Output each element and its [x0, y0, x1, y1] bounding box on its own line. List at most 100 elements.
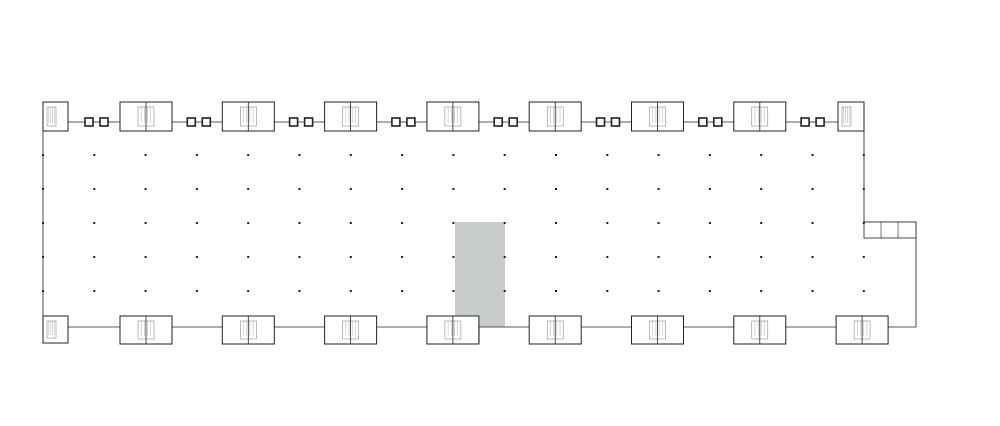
- shaft-icon: [303, 117, 314, 127]
- column: [144, 188, 147, 190]
- column: [503, 222, 506, 224]
- column: [811, 290, 814, 292]
- shaft-icon: [697, 117, 708, 127]
- stair-core: [42, 101, 69, 132]
- shaft-icon: [595, 117, 606, 127]
- column: [195, 290, 198, 292]
- column: [195, 188, 198, 190]
- shaft-icon: [508, 117, 519, 127]
- stair-core: [631, 315, 684, 345]
- column: [195, 154, 198, 156]
- column: [862, 256, 865, 258]
- shaft-icon: [391, 117, 401, 127]
- stair-core: [119, 315, 173, 345]
- shaft-icon: [84, 117, 94, 127]
- column: [760, 188, 763, 190]
- column: [349, 222, 352, 224]
- column: [298, 290, 301, 292]
- shaft-icon: [800, 117, 810, 127]
- stair-core: [221, 315, 275, 345]
- column: [657, 256, 660, 258]
- column: [93, 188, 96, 190]
- column: [606, 290, 609, 292]
- stair-icon: [46, 320, 57, 339]
- column: [708, 154, 711, 156]
- column: [93, 154, 96, 156]
- stair-core: [426, 315, 480, 345]
- column: [503, 188, 506, 190]
- column: [93, 222, 96, 224]
- stair-core: [835, 315, 889, 345]
- column: [144, 290, 147, 292]
- column: [708, 188, 711, 190]
- column: [862, 188, 865, 190]
- stair-core: [733, 315, 787, 345]
- stair-core: [631, 101, 684, 132]
- column: [503, 290, 506, 292]
- column: [760, 256, 763, 258]
- shaft-icon: [712, 117, 723, 127]
- column: [349, 154, 352, 156]
- column: [42, 154, 44, 156]
- highlighted-zone: [455, 222, 505, 327]
- column: [452, 154, 455, 156]
- column: [811, 154, 814, 156]
- column: [760, 222, 763, 224]
- annex-block: [863, 221, 917, 239]
- structural-columns: [42, 154, 865, 292]
- shaft-icon: [406, 117, 416, 127]
- column: [401, 290, 404, 292]
- shaft-icon: [610, 117, 621, 127]
- column: [349, 290, 352, 292]
- stair-core: [324, 315, 378, 345]
- column: [606, 154, 609, 156]
- column: [657, 188, 660, 190]
- column: [555, 256, 557, 258]
- shaft-icon: [815, 117, 825, 127]
- column: [606, 188, 609, 190]
- column: [503, 154, 506, 156]
- column: [144, 256, 147, 258]
- column: [811, 222, 814, 224]
- stair-core: [119, 101, 173, 132]
- column: [298, 222, 301, 224]
- column: [452, 256, 455, 258]
- column: [452, 188, 455, 190]
- column: [401, 154, 404, 156]
- column: [93, 290, 96, 292]
- shaft-icon: [99, 117, 109, 127]
- column: [349, 188, 352, 190]
- column: [811, 188, 814, 190]
- stair-core: [733, 101, 787, 132]
- shaft-icon: [201, 117, 212, 127]
- column: [42, 222, 44, 224]
- stair-core: [221, 101, 275, 132]
- column: [606, 256, 609, 258]
- column: [555, 188, 557, 190]
- column: [708, 290, 711, 292]
- column: [42, 290, 44, 292]
- column: [93, 256, 96, 258]
- column: [555, 154, 557, 156]
- column: [862, 222, 865, 224]
- column: [862, 154, 865, 156]
- column: [401, 256, 404, 258]
- column: [42, 256, 44, 258]
- column: [657, 222, 660, 224]
- column: [349, 256, 352, 258]
- column: [298, 154, 301, 156]
- stair-core: [528, 315, 582, 345]
- column: [42, 188, 44, 190]
- column: [247, 154, 250, 156]
- column: [452, 290, 455, 292]
- column: [503, 256, 506, 258]
- column: [247, 222, 250, 224]
- stair-icon: [841, 106, 852, 127]
- column: [401, 222, 404, 224]
- column: [555, 290, 557, 292]
- column: [760, 154, 763, 156]
- column: [862, 290, 865, 292]
- shaft-icon: [493, 117, 504, 127]
- column: [760, 290, 763, 292]
